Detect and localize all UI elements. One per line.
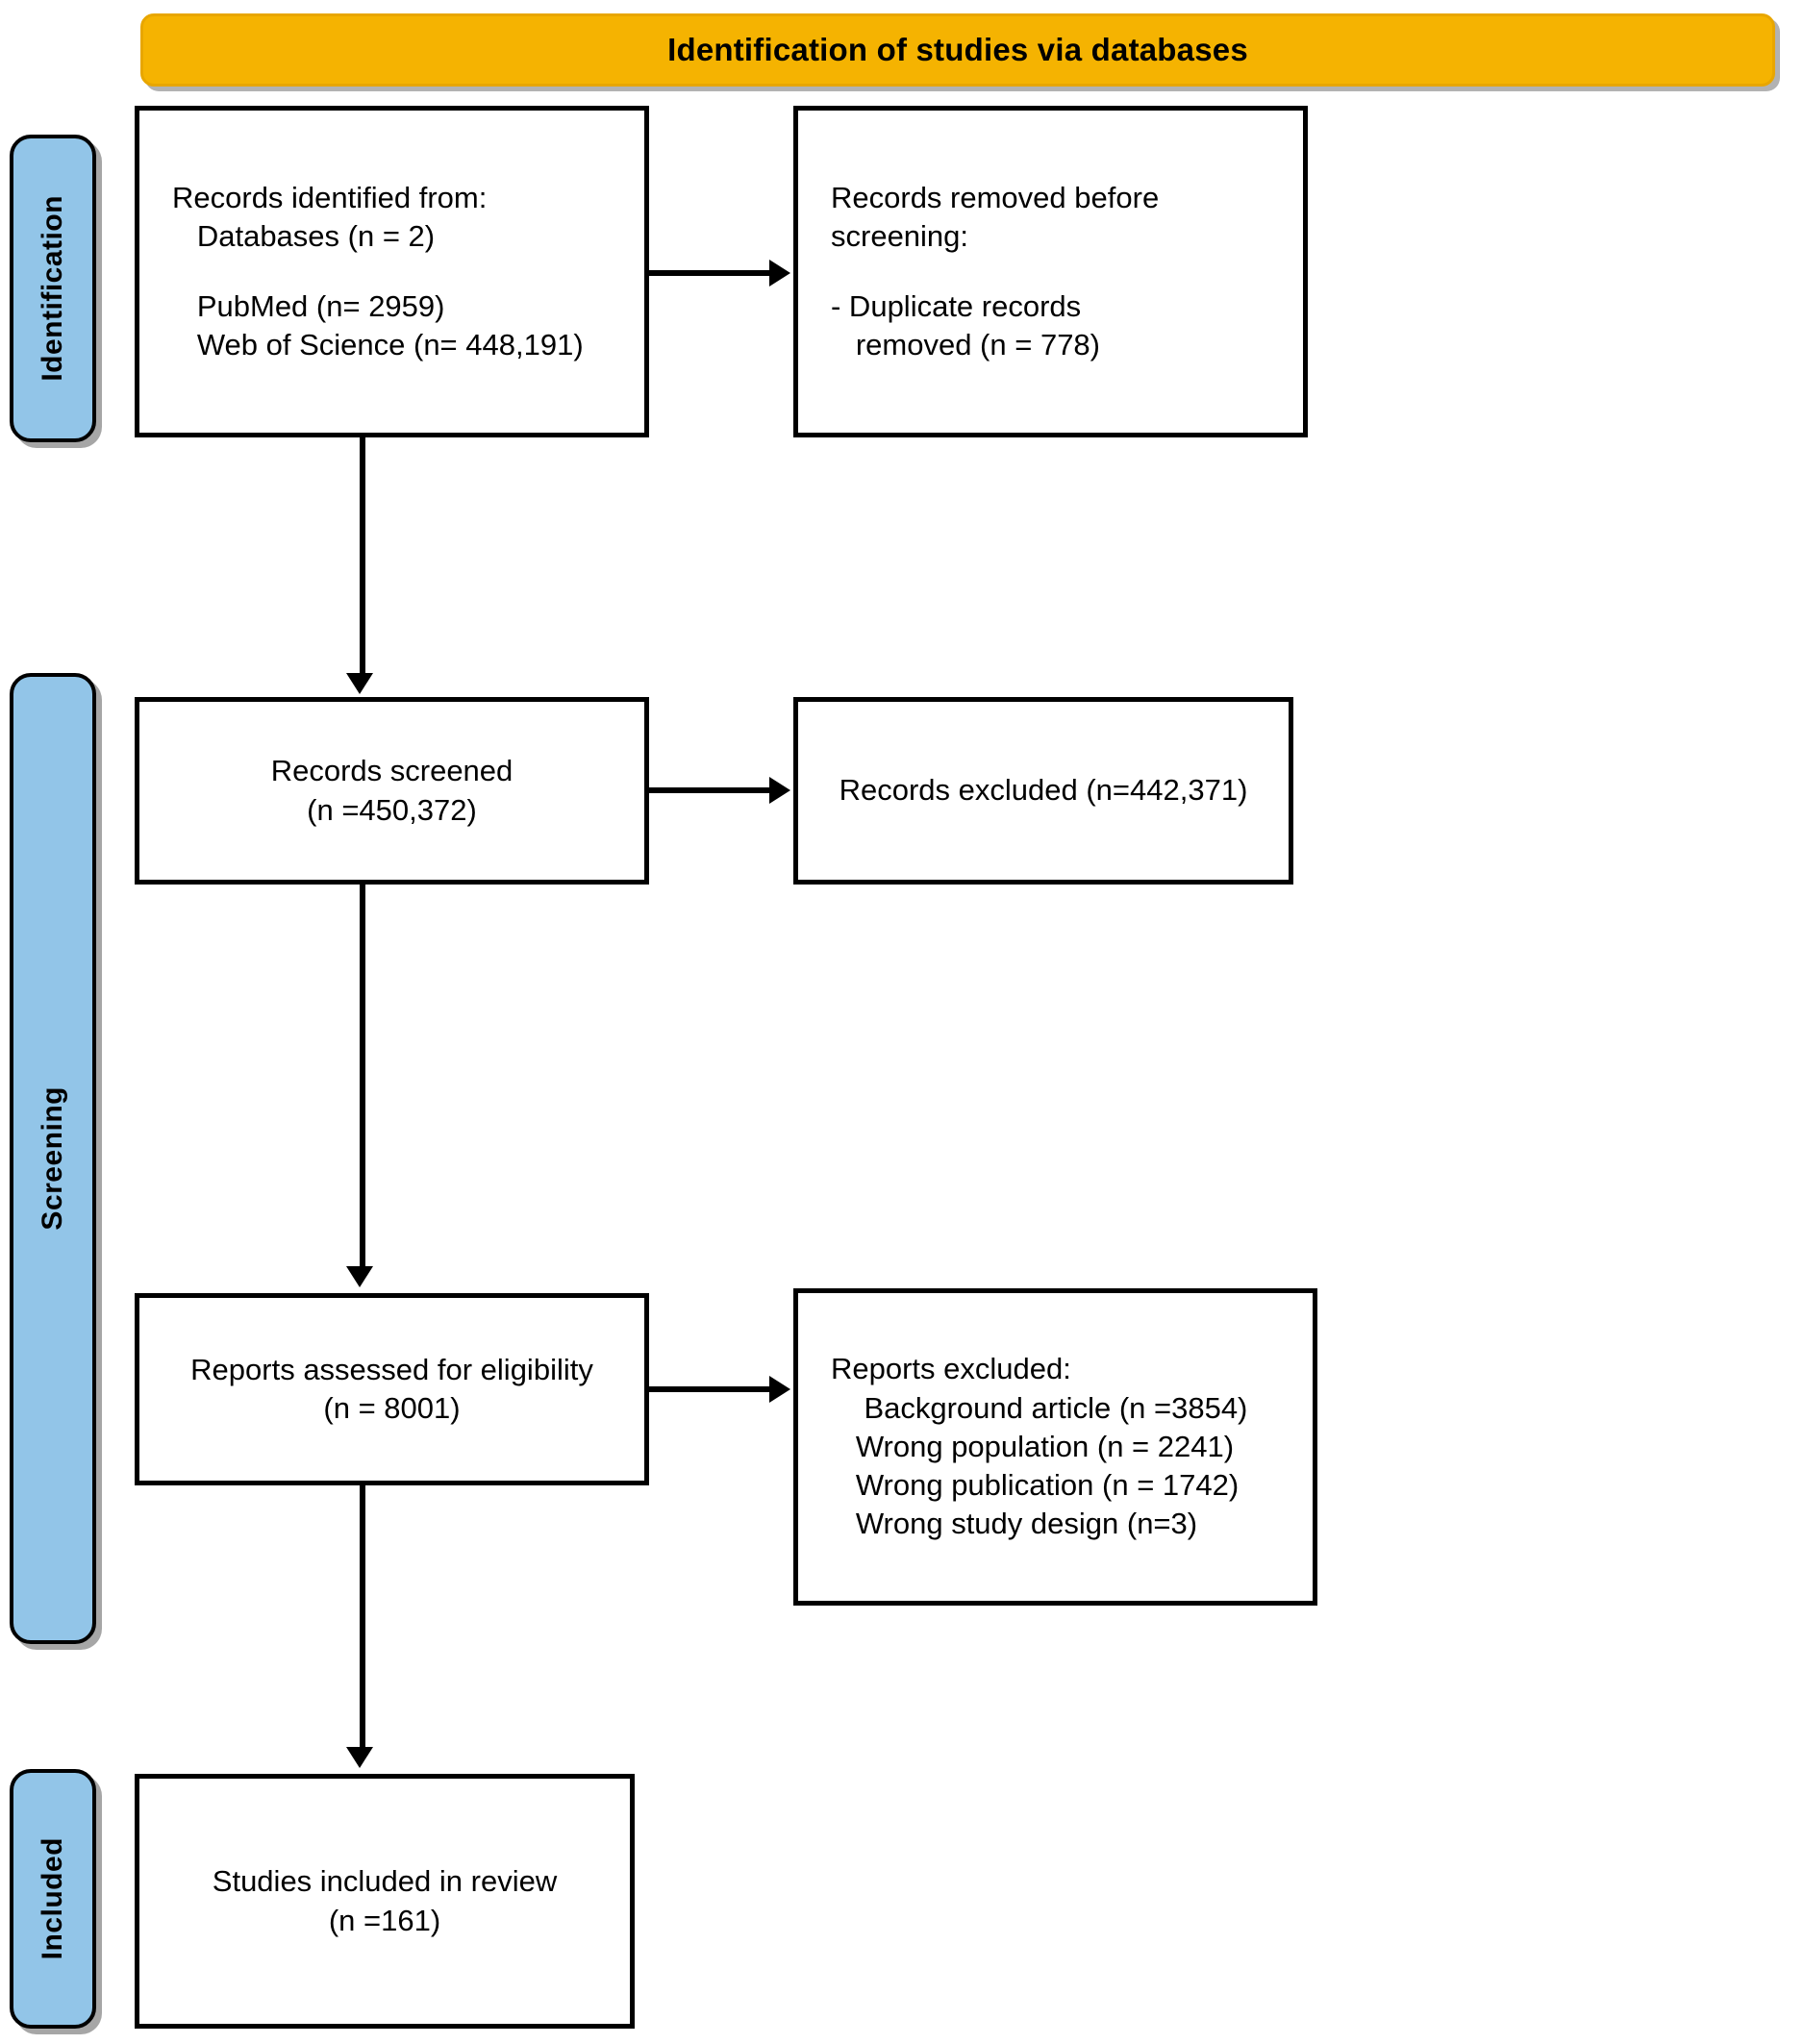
studies-included-line-1: Studies included in review — [212, 1864, 558, 1899]
records-removed-line-4: removed (n = 778) — [831, 327, 1100, 361]
box-reports-excluded: Reports excluded: Background article (n … — [793, 1288, 1317, 1606]
arrow-screened-to-eligibility-head-icon — [346, 1266, 373, 1287]
records-identified-line-3: PubMed (n= 2959) — [172, 288, 445, 323]
eligibility-line-1: Reports assessed for eligibility — [190, 1352, 593, 1386]
reports-excluded-reason-3: Wrong publication (n = 1742) — [831, 1468, 1240, 1503]
records-screened-line-2: (n =450,372) — [307, 792, 477, 827]
reports-excluded-reason-2: Wrong population (n = 2241) — [831, 1429, 1235, 1463]
arrow-eligibility-to-reports-excluded-head-icon — [769, 1376, 790, 1403]
reports-excluded-line-1: Reports excluded: — [831, 1352, 1071, 1386]
box-records-removed: Records removed before screening: - Dupl… — [793, 106, 1308, 437]
arrow-eligibility-to-included-line — [360, 1485, 365, 1750]
arrow-screened-to-excluded-line — [649, 787, 772, 793]
reports-excluded-reason-1: Background article (n =3854) — [831, 1390, 1248, 1425]
records-removed-line-2-italic: screening — [831, 219, 961, 254]
arrow-identified-to-removed-line — [649, 270, 772, 276]
records-removed-line-1: Records removed before — [831, 179, 1159, 217]
arrow-identified-to-screened-line — [360, 437, 365, 676]
box-studies-included: Studies included in review (n =161) — [135, 1774, 635, 2029]
records-removed-line-3: - Duplicate records — [831, 288, 1082, 323]
studies-included-line-2: (n =161) — [328, 1903, 441, 1937]
arrow-eligibility-to-included-head-icon — [346, 1747, 373, 1768]
records-screened-line-1: Records screened — [270, 754, 514, 788]
records-removed-line-2-tail: : — [960, 219, 969, 254]
records-removed-line-2: screening: — [831, 217, 968, 256]
stage-tab-identification-label: Identification — [37, 195, 68, 382]
records-excluded-line-1: Records excluded (n=442,371) — [839, 773, 1248, 808]
diagram-title: Identification of studies via databases — [667, 32, 1248, 67]
records-identified-line-1: Records identified from: — [172, 180, 488, 214]
stage-tab-identification: Identification — [10, 135, 96, 442]
records-identified-line-2: Databases (n = 2) — [172, 219, 436, 254]
reports-excluded-reason-4: Wrong study design (n=3) — [831, 1507, 1198, 1541]
box-records-screened: Records screened (n =450,372) — [135, 697, 649, 885]
arrow-identified-to-screened-head-icon — [346, 673, 373, 694]
arrow-screened-to-eligibility-line — [360, 885, 365, 1269]
records-removed-line-1-italic: before — [1074, 180, 1160, 214]
stage-tab-screening: Screening — [10, 673, 96, 1644]
stage-tab-included: Included — [10, 1769, 96, 2029]
stage-tab-screening-label: Screening — [37, 1086, 68, 1231]
box-reports-assessed-eligibility: Reports assessed for eligibility (n = 80… — [135, 1293, 649, 1485]
box-records-excluded: Records excluded (n=442,371) — [793, 697, 1293, 885]
arrow-eligibility-to-reports-excluded-line — [649, 1386, 772, 1392]
diagram-header-banner: Identification of studies via databases — [140, 13, 1775, 87]
eligibility-line-2: (n = 8001) — [323, 1391, 461, 1425]
box-records-identified: Records identified from: Databases (n = … — [135, 106, 649, 437]
arrow-screened-to-excluded-head-icon — [769, 777, 790, 804]
records-identified-line-4: Web of Science (n= 448,191) — [172, 327, 584, 361]
stage-tab-included-label: Included — [37, 1837, 68, 1960]
arrow-identified-to-removed-head-icon — [769, 260, 790, 287]
records-removed-line-1-text: Records removed — [831, 180, 1075, 214]
